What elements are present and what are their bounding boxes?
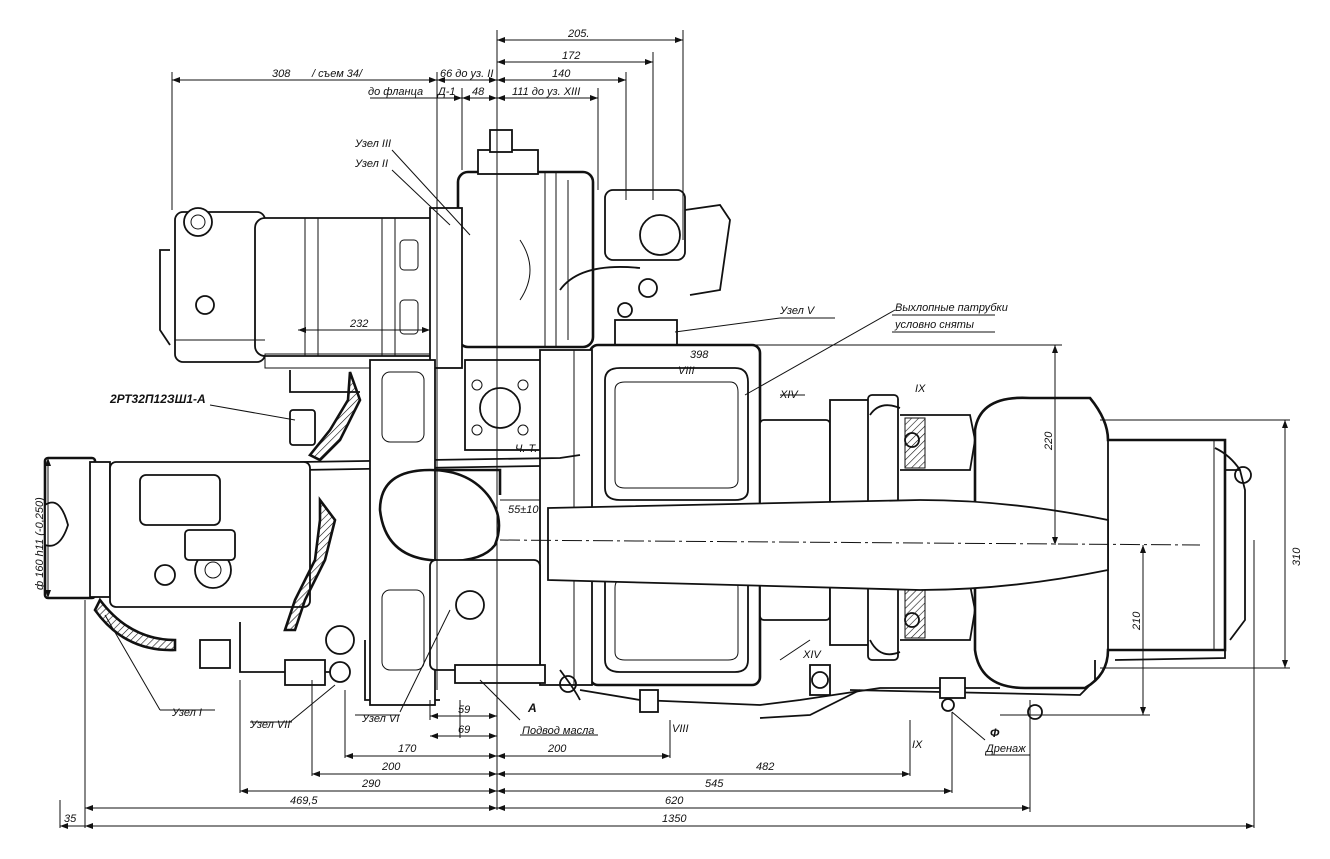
dim-620: 620 <box>665 795 684 807</box>
label-ix-top: IX <box>915 383 926 395</box>
dim-210: 210 <box>1131 611 1143 631</box>
label-uzel-6: Узел VI <box>361 713 399 725</box>
dim-220: 220 <box>1043 431 1055 451</box>
dim-482: 482 <box>756 761 774 773</box>
engine-body <box>43 129 1252 720</box>
dim-310: 310 <box>1291 547 1303 566</box>
lower-left-accessories <box>43 359 1043 720</box>
top-dimension-labels: 205. 172 308 / съем 34/ 66 до уз. II 140… <box>272 28 589 98</box>
dim-diameter: ф 160 h11 (-0,250) <box>34 497 46 590</box>
dim-flange-note: до фланца <box>368 86 423 98</box>
dim-111: 111 до уз. XIII <box>512 86 580 98</box>
dim-469: 469,5 <box>290 795 318 807</box>
dim-48: 48 <box>472 86 485 98</box>
label-ix-bottom: IX <box>912 739 923 751</box>
label-xiv-bottom: XIV <box>802 649 822 661</box>
dim-172: 172 <box>562 50 580 62</box>
dim-232: 232 <box>349 318 368 330</box>
main-casing <box>539 343 762 687</box>
dim-308: 308 <box>272 68 291 80</box>
label-uzel-5: Узел V <box>779 305 816 317</box>
dim-205: 205. <box>567 28 589 40</box>
label-connector: 2РТ32П12ЗШ1-А <box>109 392 206 406</box>
dim-1350: 1350 <box>662 813 687 825</box>
label-viii-bottom: VIII <box>672 723 689 735</box>
dim-290: 290 <box>361 778 381 790</box>
label-exhaust-2: условно сняты <box>894 319 974 331</box>
label-a: А <box>527 701 537 715</box>
dim-140: 140 <box>552 68 571 80</box>
label-uzel-1: Узел I <box>171 707 202 719</box>
dim-200-left: 200 <box>381 761 401 773</box>
label-viii-top: VIII <box>678 365 695 377</box>
label-uzel-2: Узел II <box>354 158 388 170</box>
dim-66: 66 до уз. II <box>440 68 493 80</box>
dim-d1: Д-1 <box>436 86 456 98</box>
dim-cut-note: / съем 34/ <box>311 68 363 80</box>
label-ct: Ч. Т. <box>515 443 537 455</box>
dim-55: 55±10 <box>508 504 539 516</box>
output-shaft <box>499 499 1201 591</box>
label-exhaust-1: Выхлопные патрубки <box>895 302 1008 314</box>
bottom-dimension-labels: 170 200 200 482 290 545 469,5 620 35 135… <box>64 743 774 825</box>
label-oil-feed: Подвод масла <box>522 725 594 737</box>
dim-35: 35 <box>64 813 77 825</box>
label-uzel-7: Узел VII <box>249 719 290 731</box>
label-uzel-3: Узел III <box>354 138 391 150</box>
dimension-lines <box>45 30 1290 829</box>
dim-170: 170 <box>398 743 417 755</box>
dim-59: 59 <box>458 704 470 716</box>
dim-200-right: 200 <box>547 743 567 755</box>
dim-398: 398 <box>690 349 709 361</box>
label-xiv-top: XIV <box>779 389 799 401</box>
label-f: Ф <box>990 726 1000 740</box>
dim-69: 69 <box>458 724 470 736</box>
leader-lines <box>104 149 1030 756</box>
dim-545: 545 <box>705 778 724 790</box>
part-labels: Узел III Узел II 232 2РТ32П12ЗШ1-А Узел … <box>34 138 1303 755</box>
label-drain: Дренаж <box>984 743 1026 755</box>
